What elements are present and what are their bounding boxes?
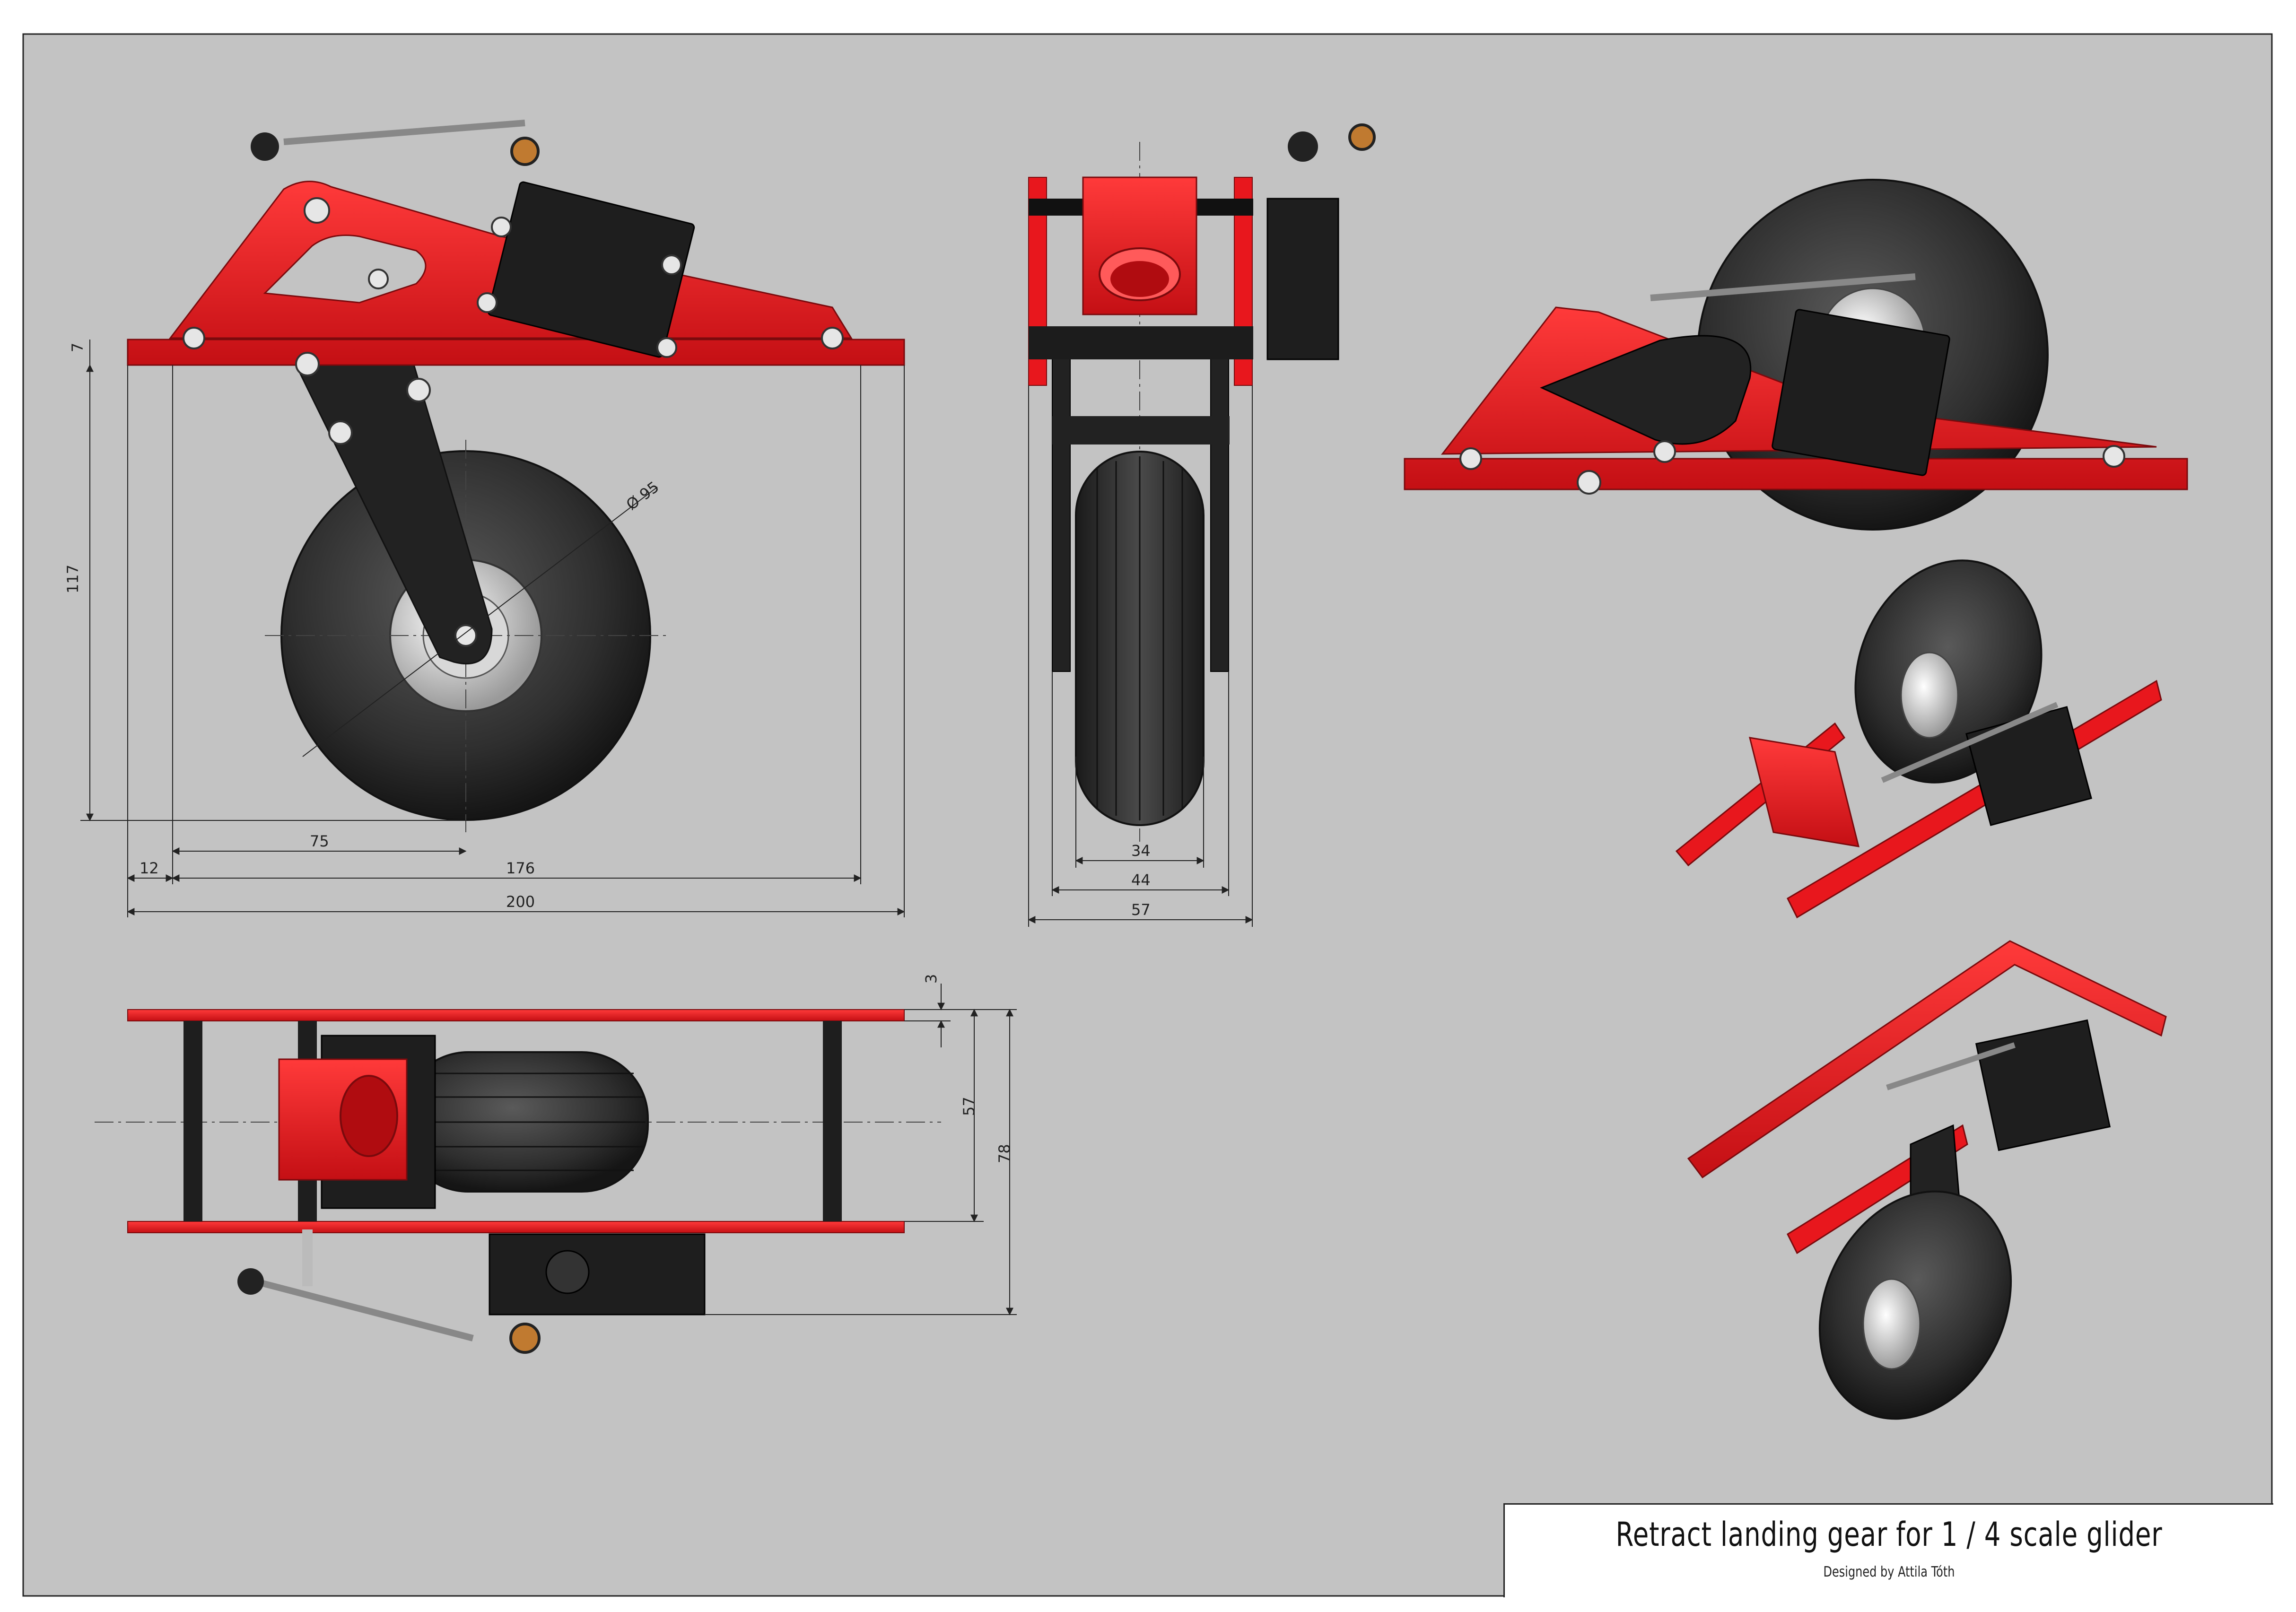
iso-view-retracted (1675, 559, 2162, 919)
iso2-hub (1900, 652, 1959, 739)
front-tire-grooves (1096, 456, 1183, 820)
front-block-bore-inner (1110, 261, 1169, 297)
iso3-red-frame (1687, 940, 2167, 1179)
dim-top-plate-thickness: 3 (922, 974, 940, 984)
front-leg-right (1210, 331, 1229, 672)
side-view: 7 117 Ø 95 75 12 176 200 (64, 120, 905, 917)
iso1-servo (1772, 309, 1950, 476)
dim-top-inner-width: 57 (960, 1097, 978, 1116)
dim-top-overall-width: 78 (995, 1144, 1013, 1163)
top-block-bore (340, 1075, 398, 1157)
top-servo-horn (545, 1250, 590, 1294)
top-pushrod (254, 1278, 474, 1342)
front-dimension-lines (1028, 385, 1253, 927)
front-view: 34 44 57 (1028, 123, 1376, 927)
iso3-pushrod (1886, 1042, 2016, 1090)
iso-view-side (1404, 179, 2188, 531)
side-rod-end-right (510, 137, 540, 166)
top-tire-grooves (426, 1072, 646, 1171)
dim-overall-width: 57 (1131, 901, 1151, 919)
iso3-hub (1862, 1278, 1921, 1370)
front-crossbar-mid (1029, 326, 1253, 359)
front-crossbar-low (1052, 416, 1230, 444)
front-leg-left (1052, 331, 1071, 672)
dim-tire-width: 34 (1131, 842, 1151, 860)
dim-height: 117 (64, 565, 82, 593)
top-rod-end-left (237, 1268, 264, 1295)
front-servo-horn (1288, 131, 1318, 162)
top-rod-end-right (509, 1323, 541, 1354)
iso2-pushrod (1881, 702, 2059, 783)
dim-plate-thickness: 7 (69, 343, 87, 352)
top-standoff-right (823, 1021, 842, 1221)
title-block: Retract landing gear for 1 / 4 scale gli… (1503, 1503, 2273, 1597)
side-dimension-lines (80, 340, 905, 917)
iso3-servo (1975, 1019, 2111, 1151)
top-standoff-left (183, 1021, 202, 1221)
top-rail-top (127, 1009, 905, 1021)
iso2-red-block (1748, 737, 1860, 847)
side-rod-end-left (251, 132, 279, 161)
front-servo (1266, 198, 1339, 360)
top-rail-bottom (127, 1221, 905, 1233)
dim-axle-offset: 75 (310, 832, 329, 850)
dim-edge-offset: 12 (140, 859, 159, 877)
iso1-bolts (1459, 440, 2125, 495)
side-servo (487, 181, 695, 358)
iso1-pushrod (1650, 273, 1916, 301)
dim-overall-length: 200 (506, 893, 535, 911)
top-servo (489, 1233, 706, 1316)
top-view: 3 57 78 (95, 974, 1017, 1354)
dim-axle-width: 44 (1131, 871, 1151, 889)
designer-credit: Designed by Attila Tóth (1823, 1564, 1955, 1580)
side-bolts (183, 197, 844, 647)
dim-hole-spacing: 176 (506, 859, 535, 877)
iso1-arm (1540, 335, 1752, 445)
side-pushrod (283, 120, 525, 145)
top-dimension-lines (705, 984, 1017, 1316)
front-rod-end (1348, 123, 1376, 151)
drawing-title: Retract landing gear for 1 / 4 scale gli… (1615, 1515, 2163, 1554)
iso-view-extended (1687, 940, 2167, 1420)
